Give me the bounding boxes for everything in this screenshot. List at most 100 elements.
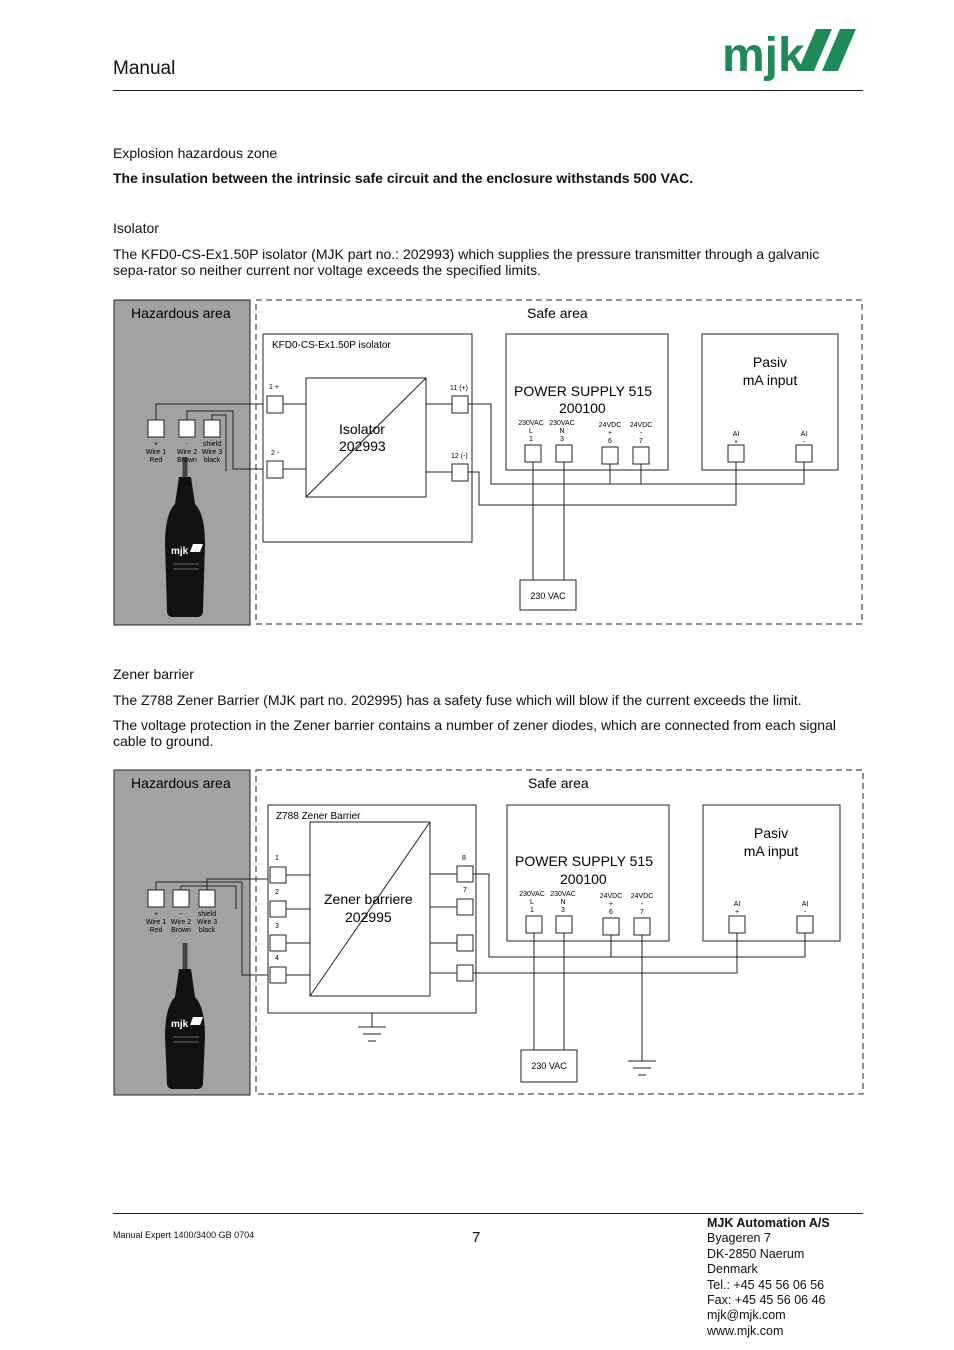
svg-text:200100: 200100	[559, 400, 606, 416]
svg-text:7: 7	[639, 438, 643, 445]
zener-wiring-diagram: Hazardous area Safe area mjk + Wire 1 Re…	[113, 769, 865, 1102]
svg-text:4: 4	[275, 955, 279, 962]
svg-text:Wire 2: Wire 2	[177, 449, 197, 456]
ground-symbol-icon	[358, 1013, 386, 1042]
svg-text:Wire 3: Wire 3	[202, 449, 222, 456]
svg-text:AI: AI	[733, 431, 740, 438]
svg-text:KFD0-CS-Ex1.50P isolator: KFD0-CS-Ex1.50P isolator	[272, 340, 391, 351]
svg-text:mA input: mA input	[744, 843, 799, 859]
svg-text:1: 1	[530, 907, 534, 914]
hazardous-area-label: Hazardous area	[131, 775, 231, 791]
svg-text:230 VAC: 230 VAC	[530, 591, 566, 601]
svg-text:230VAC: 230VAC	[549, 420, 575, 427]
section-heading-explosion: Explosion hazardous zone	[113, 145, 278, 161]
svg-text:N: N	[560, 899, 565, 906]
svg-text:Red: Red	[150, 457, 163, 464]
svg-text:6: 6	[608, 438, 612, 445]
svg-text:230VAC: 230VAC	[550, 891, 576, 898]
website-link[interactable]: www.mjk.com	[707, 1323, 784, 1338]
safe-area-zone	[255, 299, 863, 625]
hazardous-area-label: Hazardous area	[131, 305, 231, 321]
mains-230vac-box	[519, 579, 577, 611]
footer-divider	[113, 1213, 863, 1214]
svg-text:7: 7	[463, 887, 467, 894]
svg-text:Wire 3: Wire 3	[197, 919, 217, 926]
svg-text:-: -	[640, 430, 643, 437]
zener-description-2: The voltage protection in the Zener barr…	[113, 717, 836, 749]
svg-text:3: 3	[561, 907, 565, 914]
svg-text:230VAC: 230VAC	[519, 891, 545, 898]
ground-symbol-icon	[628, 1060, 656, 1076]
svg-text:Brown: Brown	[177, 457, 197, 464]
fax-number: Fax: +45 45 56 06 46	[707, 1293, 826, 1308]
mjk-logo: mjk	[722, 27, 864, 88]
svg-text:mA input: mA input	[743, 372, 798, 388]
header-divider	[113, 90, 863, 91]
safe-area-label: Safe area	[527, 305, 588, 321]
svg-text:200100: 200100	[560, 871, 607, 887]
company-name: MJK Automation A/S	[707, 1216, 830, 1230]
svg-text:mjk: mjk	[171, 546, 189, 557]
svg-text:N: N	[559, 428, 564, 435]
svg-text:AI: AI	[801, 431, 808, 438]
svg-text:2: 2	[275, 889, 279, 896]
pressure-transmitter-icon: mjk	[165, 943, 205, 1089]
svg-text:POWER SUPPLY 515: POWER SUPPLY 515	[514, 383, 652, 399]
wire2-terminal	[172, 889, 190, 908]
svg-text:Wire 2: Wire 2	[171, 919, 191, 926]
svg-text:black: black	[204, 457, 221, 464]
page-number: 7	[472, 1229, 481, 1246]
address-street: Byageren 7	[707, 1231, 771, 1246]
svg-text:1 +: 1 +	[269, 384, 279, 391]
isolator-description: The KFD0-CS-Ex1.50P isolator (MJK part n…	[113, 246, 820, 278]
svg-text:3: 3	[560, 436, 564, 443]
svg-text:230 VAC: 230 VAC	[531, 1061, 567, 1071]
svg-text:1: 1	[529, 436, 533, 443]
wire3-terminal	[198, 889, 216, 908]
svg-text:202995: 202995	[345, 909, 392, 925]
svg-text:24VDC: 24VDC	[630, 422, 653, 429]
svg-text:1: 1	[275, 855, 279, 862]
svg-text:-: -	[186, 441, 189, 448]
svg-text:mjk: mjk	[171, 1019, 189, 1030]
svg-text:Isolator: Isolator	[339, 421, 385, 437]
svg-text:AI: AI	[802, 901, 809, 908]
svg-text:12 (-): 12 (-)	[451, 453, 468, 460]
page-title: Manual	[113, 58, 176, 79]
mains-230vac-box	[520, 1049, 578, 1083]
svg-text:-: -	[180, 911, 183, 918]
company-address: MJK Automation A/S Byageren 7 DK-2850 Na…	[707, 1216, 830, 1339]
svg-text:7: 7	[640, 909, 644, 916]
svg-text:+: +	[735, 909, 739, 916]
svg-text:6: 6	[609, 909, 613, 916]
svg-text:Red: Red	[150, 927, 163, 934]
svg-text:+: +	[154, 441, 158, 448]
svg-text:Zener barriere: Zener barriere	[324, 891, 413, 907]
svg-text:202993: 202993	[339, 438, 386, 454]
safe-area-zone	[255, 769, 864, 1095]
wire2-terminal	[178, 419, 196, 438]
passive-ma-input	[701, 333, 839, 471]
svg-text:-: -	[803, 439, 806, 446]
wire3-terminal	[203, 419, 221, 438]
svg-text:Pasiv: Pasiv	[753, 354, 787, 370]
svg-text:24VDC: 24VDC	[631, 893, 654, 900]
section-heading-zener: Zener barrier	[113, 666, 194, 682]
address-country: Denmark	[707, 1262, 758, 1277]
isolator-wiring-diagram: Hazardous area Safe area mjk + Wire 1 Re…	[113, 299, 865, 632]
svg-text:+: +	[734, 439, 738, 446]
svg-text:+: +	[154, 911, 158, 918]
pressure-transmitter-icon: mjk	[165, 457, 205, 617]
svg-text:230VAC: 230VAC	[518, 420, 544, 427]
svg-text:Wire 1: Wire 1	[146, 919, 166, 926]
svg-text:-: -	[641, 901, 644, 908]
email-link[interactable]: mjk@mjk.com	[707, 1308, 786, 1323]
svg-text:Brown: Brown	[171, 927, 191, 934]
svg-text:24VDC: 24VDC	[599, 422, 622, 429]
zener-description-1: The Z788 Zener Barrier (MJK part no. 202…	[113, 692, 802, 708]
wire1-terminal	[147, 889, 165, 908]
svg-text:mjk: mjk	[722, 29, 805, 82]
phone-number: Tel.: +45 45 56 06 56	[707, 1277, 825, 1292]
svg-text:Pasiv: Pasiv	[754, 825, 788, 841]
svg-text:+: +	[609, 901, 613, 908]
